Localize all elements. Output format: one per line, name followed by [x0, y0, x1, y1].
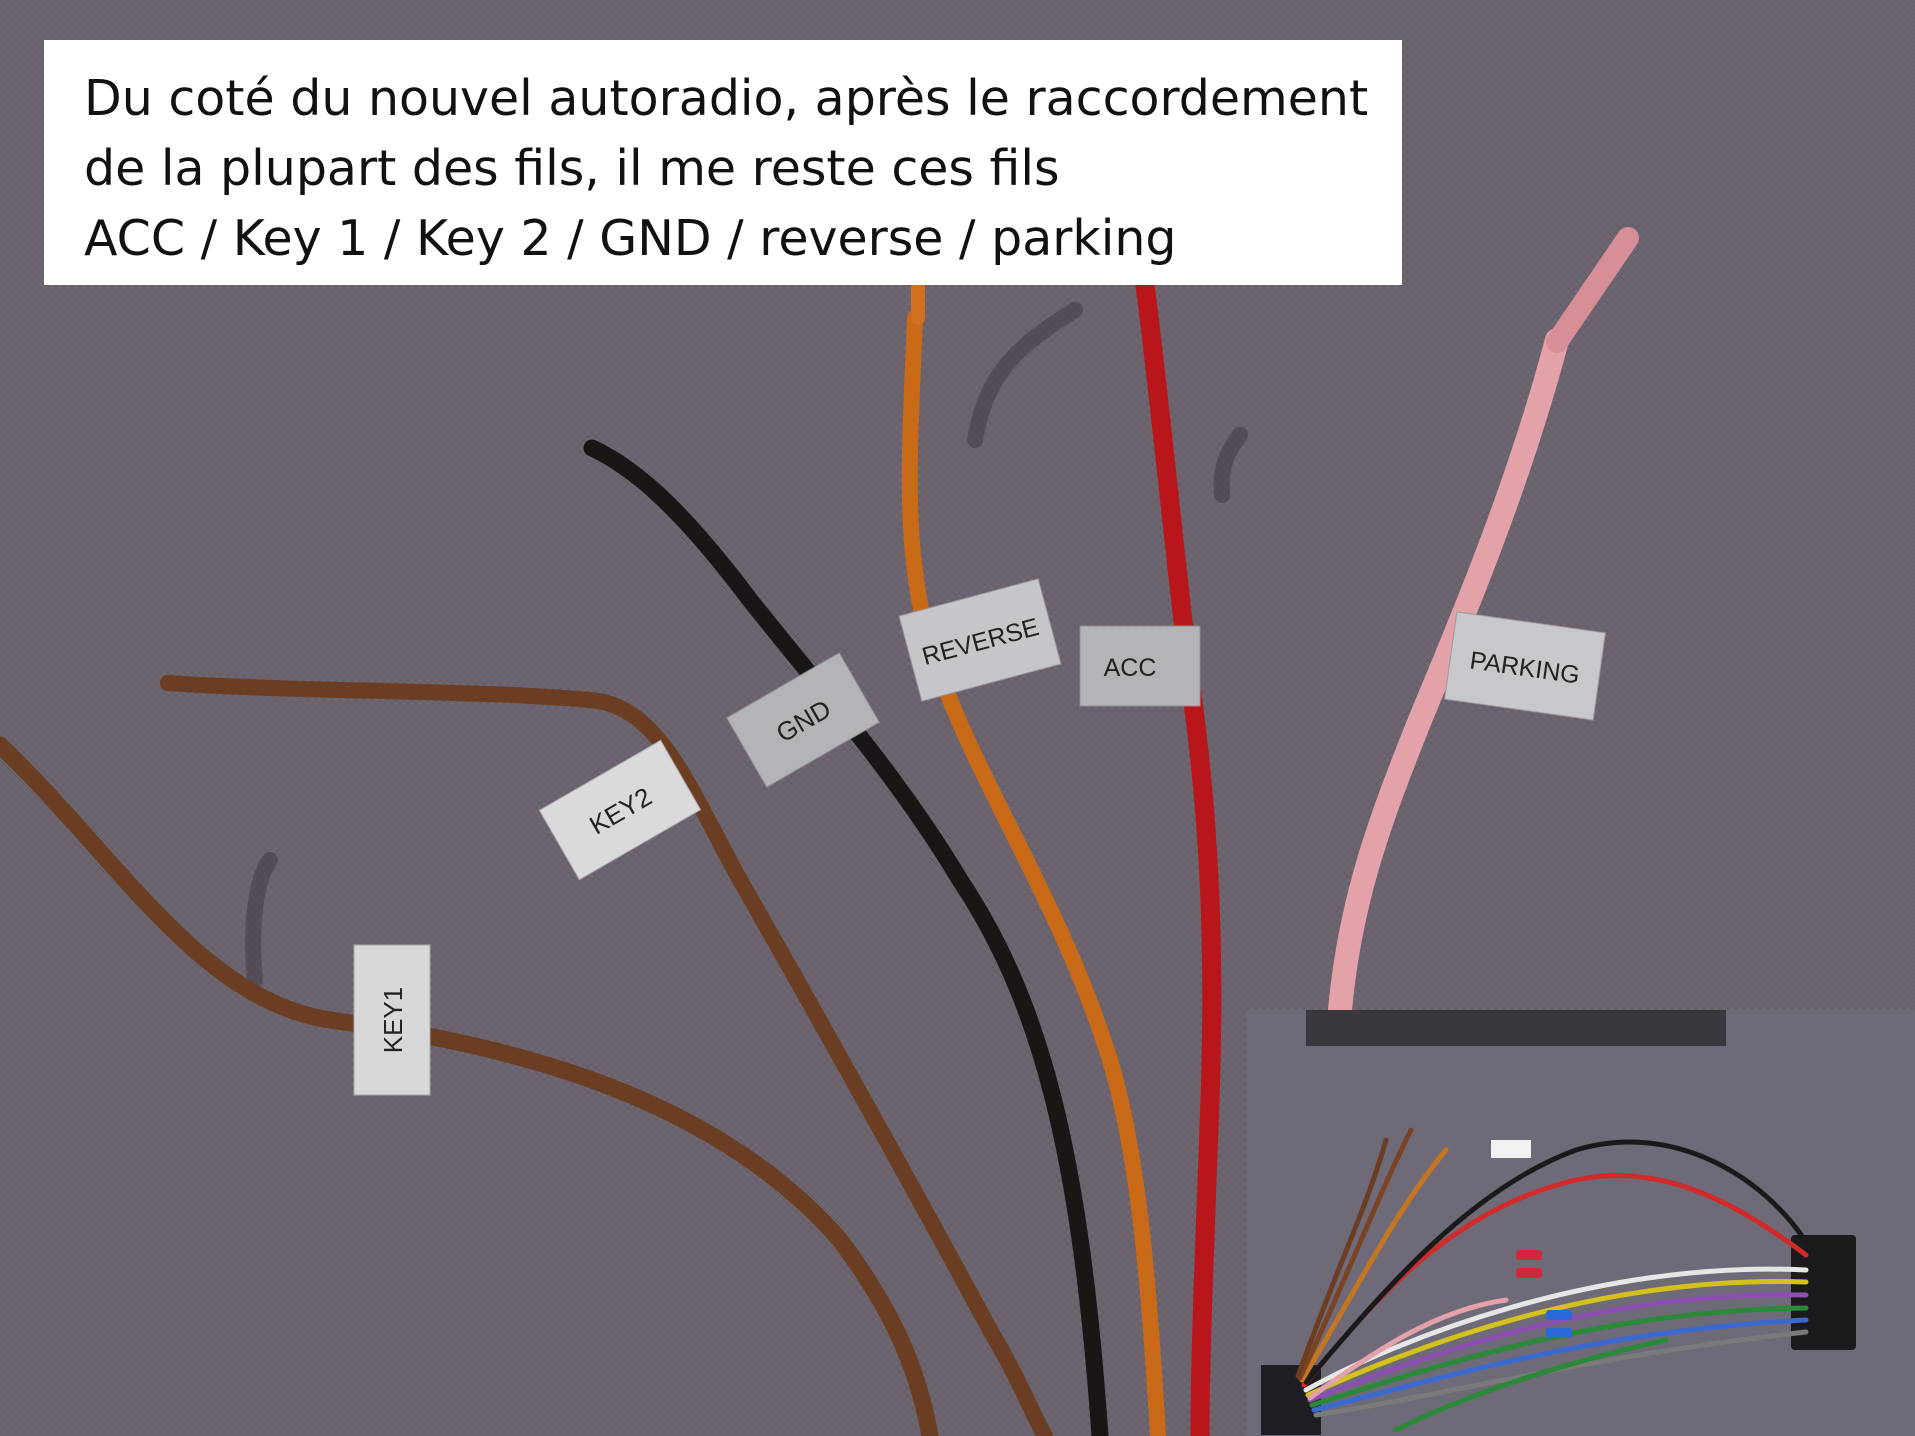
- label-acc-text: ACC: [1104, 654, 1157, 682]
- wire-reverse: [901, 310, 1166, 1436]
- wire-shadows: [245, 302, 1248, 988]
- label-parking: PARKING: [1444, 611, 1606, 721]
- label-key2: KEY2: [538, 739, 702, 881]
- label-key1-text: KEY1: [378, 987, 408, 1054]
- wire-key1: [0, 736, 939, 1436]
- harness-wires: [1295, 1127, 1809, 1433]
- caption-line-2: de la plupart des fils, il me reste ces …: [84, 140, 1060, 197]
- caption-line-3: ACC / Key 1 / Key 2 / GND / reverse / pa…: [84, 210, 1177, 267]
- label-gnd: GND: [726, 652, 880, 788]
- white-connector: [1491, 1140, 1531, 1158]
- wire-parking: [1328, 328, 1569, 1022]
- wire-key2: [160, 675, 1053, 1436]
- wire-acc: [1135, 275, 1222, 1436]
- radio-unit-edge: [1306, 1010, 1726, 1046]
- label-key1: KEY1: [353, 944, 431, 1096]
- label-acc: ACC: [1079, 625, 1201, 707]
- harness-illustration: [1246, 1010, 1915, 1436]
- wire-gnd: [583, 439, 1109, 1436]
- caption-line-1: Du coté du nouvel autoradio, après le ra…: [84, 70, 1369, 127]
- label-reverse: REVERSE: [898, 578, 1062, 702]
- harness-inset-photo: [1246, 1010, 1915, 1436]
- crimp-connectors-blue: [1546, 1310, 1572, 1338]
- caption-box: Du coté du nouvel autoradio, après le ra…: [44, 40, 1402, 285]
- crimp-connectors-red: [1516, 1250, 1542, 1278]
- wire-parking-tip: [1546, 227, 1639, 353]
